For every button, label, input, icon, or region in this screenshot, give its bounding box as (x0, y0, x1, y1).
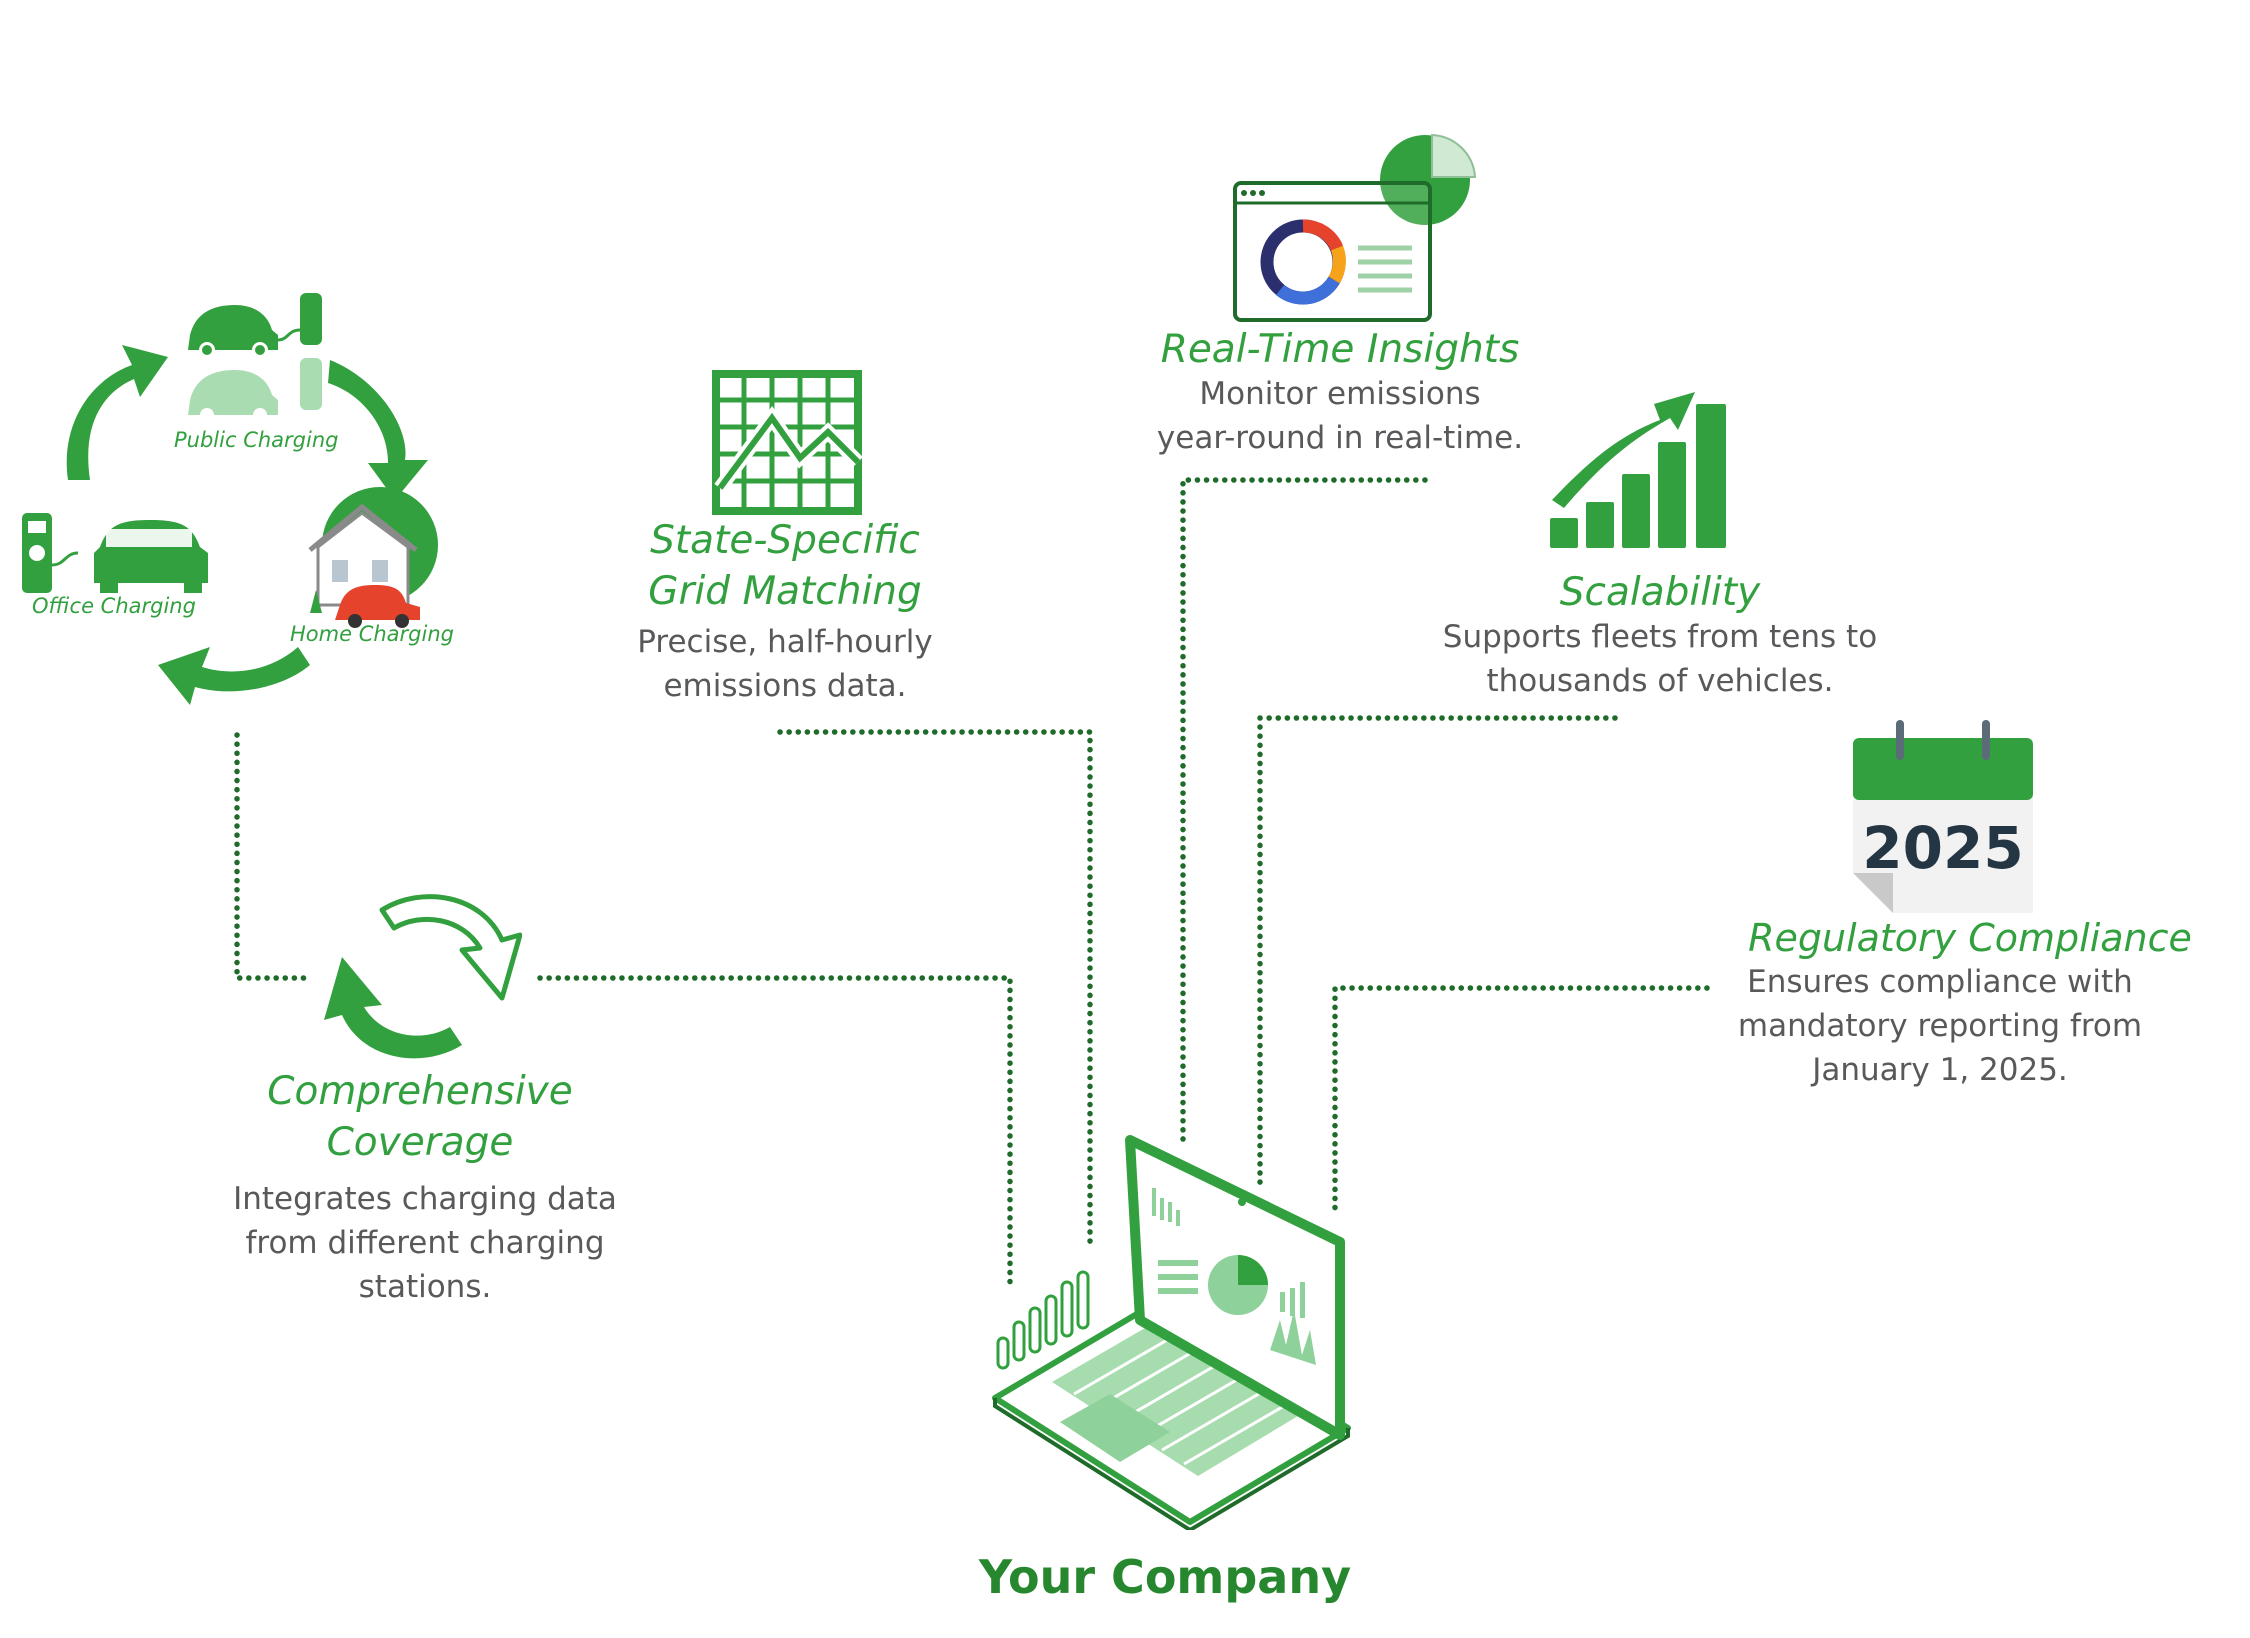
refresh-arrows-icon (324, 894, 522, 1059)
coverage-title-line1: Comprehensive (267, 1069, 573, 1114)
compliance-desc-line1: Ensures compliance with (1747, 964, 2133, 1000)
connector-scalability-laptop (1257, 715, 1618, 1188)
scalability-title: Scalability (1559, 570, 1761, 615)
grid-desc-line1: Precise, half-hourly (637, 624, 933, 660)
scalability-description: Supports fleets from tens to thousands o… (1400, 615, 1920, 703)
growth-bars-icon (1550, 392, 1726, 548)
compliance-desc-line2: mandatory reporting from (1737, 1008, 2143, 1045)
coverage-desc-line2: from different charging (245, 1225, 605, 1262)
connector-coverage-laptop (537, 975, 1013, 1293)
public-car-icon (188, 293, 322, 358)
grid-title-line2: Grid Matching (648, 568, 922, 614)
coverage-desc-line1: Integrates charging data (233, 1181, 617, 1217)
scalability-desc-line2: thousands of vehicles. (1486, 663, 1834, 700)
calendar-year: 2025 (1862, 814, 2023, 882)
charging-cycle-icon (22, 293, 438, 705)
coverage-title-line2: Coverage (326, 1119, 514, 1165)
grid-desc-line2: emissions data. (663, 668, 907, 705)
compliance-description: Ensures compliance with mandatory report… (1700, 960, 2180, 1092)
connector-compliance-laptop (1332, 985, 1710, 1213)
compliance-desc-line3: January 1, 2025. (1812, 1052, 2068, 1089)
grid-title: State-Specific Grid Matching (585, 516, 985, 617)
grid-chart-icon (712, 370, 862, 515)
cycle-arrow-bottom (158, 647, 310, 705)
coverage-desc-line3: stations. (358, 1269, 492, 1306)
company-label: Your Company (978, 1550, 1352, 1604)
scalability-desc-line1: Supports fleets from tens to (1442, 619, 1878, 655)
compliance-title: Regulatory Compliance (1748, 916, 2192, 960)
insights-title: Real-Time Insights (1160, 327, 1520, 372)
grid-title-line1: State-Specific (650, 518, 920, 563)
office-charging-icon (22, 513, 208, 593)
coverage-title: Comprehensive Coverage (220, 1067, 620, 1168)
connector-insights-laptop (1180, 477, 1428, 1148)
connector-coverage-cycle (234, 732, 313, 981)
grid-description: Precise, half-hourly emissions data. (600, 620, 970, 708)
insights-desc-line2: year-round in real-time. (1156, 420, 1524, 457)
dashboard-window-icon (1233, 133, 1477, 322)
home-charging-icon (308, 487, 438, 628)
cycle-arrow-top-right (328, 360, 428, 500)
laptop-icon (992, 1135, 1351, 1530)
office-charging-label: Office Charging (32, 594, 196, 618)
insights-description: Monitor emissions year-round in real-tim… (1120, 372, 1560, 460)
connector-grid-laptop (777, 729, 1093, 1245)
coverage-description: Integrates charging data from different … (185, 1177, 665, 1309)
public-car-faded-icon (188, 358, 322, 422)
cycle-arrow-top-left (66, 345, 168, 480)
insights-desc-line1: Monitor emissions (1199, 376, 1481, 412)
public-charging-label: Public Charging (174, 428, 339, 452)
home-charging-label: Home Charging (290, 622, 454, 646)
calendar-icon: 2025 (1853, 720, 2033, 913)
